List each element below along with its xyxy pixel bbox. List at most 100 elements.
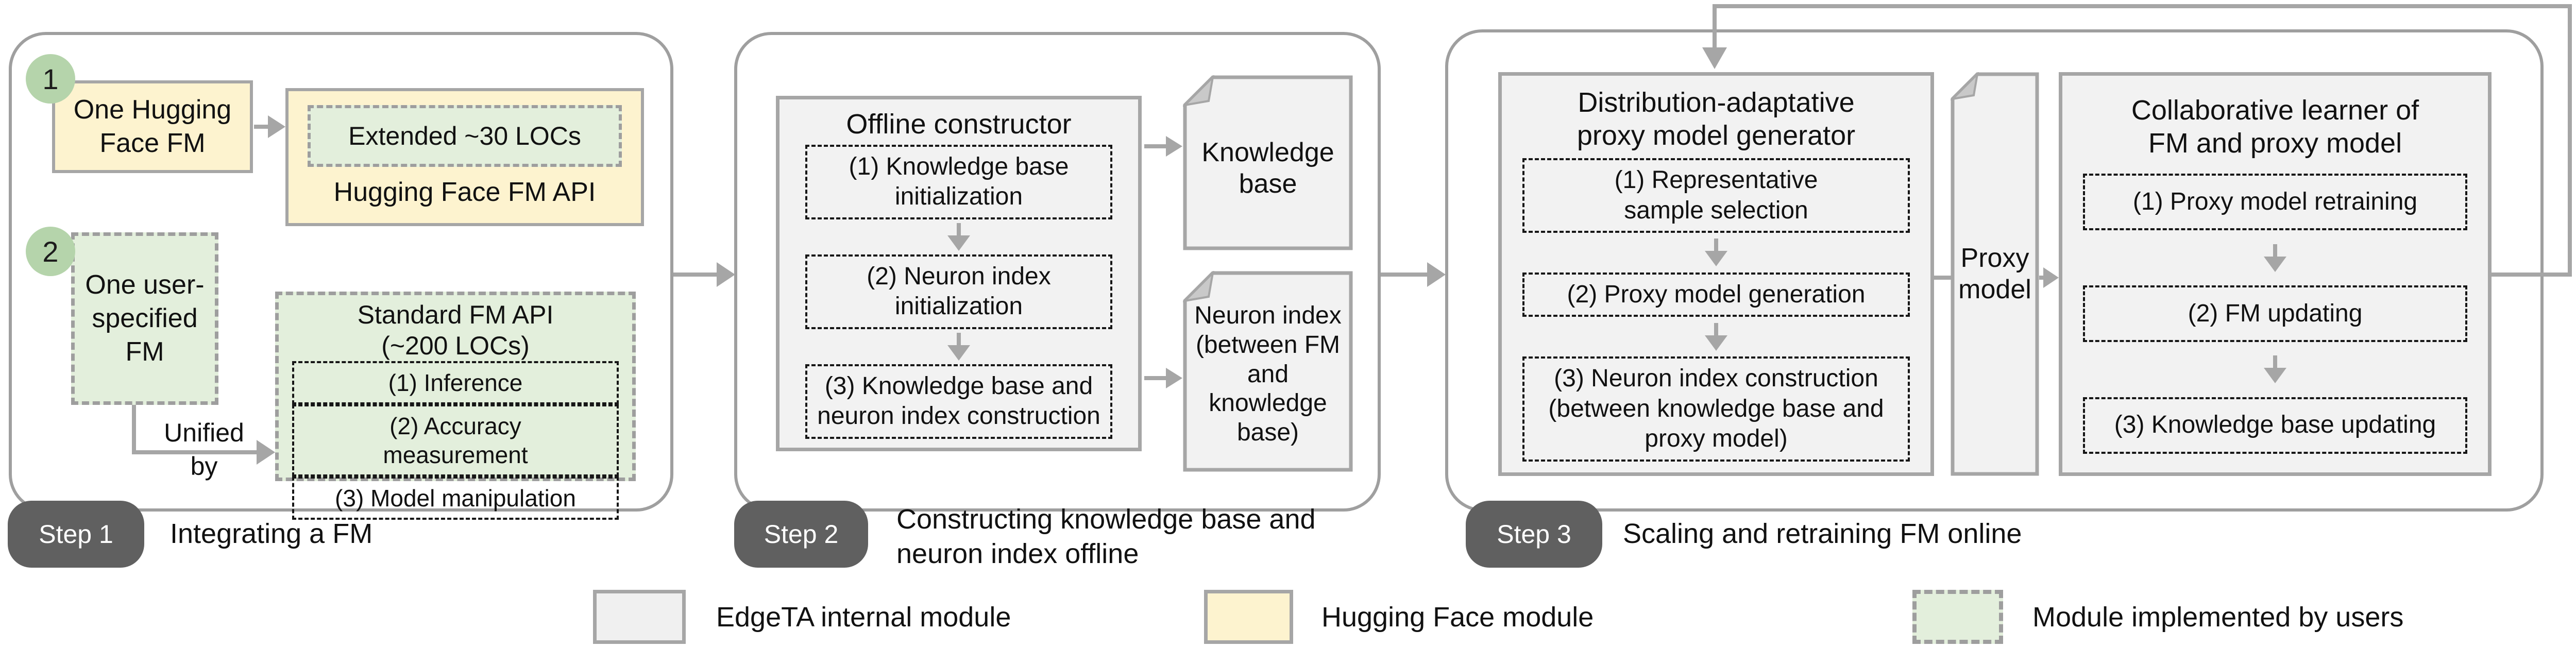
proxy-generator-title: Distribution-adaptative proxy model gene…: [1577, 87, 1855, 152]
proxy-generation-item: (2) Proxy model generation: [1522, 272, 1910, 317]
api-item-accuracy-label: (2) Accuracy measurement: [383, 413, 528, 469]
feedback-top-line: [1713, 4, 2572, 8]
legend-swatch-huggingface-module: [1204, 590, 1293, 644]
unified-label-line1: Unified: [164, 418, 244, 447]
neuron-index-construction-label: (3) Neuron index construction (between k…: [1548, 364, 1884, 453]
neuron-index-doc-shape: [1183, 271, 1353, 472]
marker-1-badge: 1: [26, 54, 75, 104]
step2-caption-line1: Constructing knowledge base and: [896, 503, 1316, 535]
api-item-manipulation-label: (3) Model manipulation: [335, 485, 576, 512]
kb-updating-item: (3) Knowledge base updating: [2082, 397, 2468, 454]
api-item-inference: (1) Inference: [292, 361, 619, 405]
feedback-arrow-head: [1702, 47, 1727, 69]
proxy-generation-label: (2) Proxy model generation: [1567, 280, 1866, 308]
arrow-proxy-to-learner-head: [2043, 267, 2059, 288]
arrow-to-neuron-index-head: [1166, 368, 1182, 388]
neuron-index-init-item: (2) Neuron index initialization: [805, 254, 1113, 329]
offline-constructor-module: Offline constructor (1) Knowledge base i…: [776, 96, 1142, 451]
collaborative-learner-title: Collaborative learner of FM and proxy mo…: [2131, 94, 2419, 160]
standard-fm-api-title: Standard FM API (~200 LOCs): [358, 299, 554, 361]
step1-panel: 1 One Hugging Face FM Extended ~30 LOCs …: [9, 32, 673, 520]
marker-2-badge: 2: [26, 227, 75, 276]
hugging-face-fm-api-label: Hugging Face FM API: [333, 177, 596, 207]
neuron-index-doc-label: Neuron index (between FM and knowledge b…: [1194, 302, 1342, 446]
collaborative-learner-title-line2: FM and proxy model: [2148, 128, 2402, 159]
kb-initialization-item: (1) Knowledge base initialization: [805, 144, 1113, 219]
legend-swatch-internal-module: [593, 590, 686, 644]
neuron-index-construction-item: (3) Neuron index construction (between k…: [1522, 356, 1910, 462]
legend-swatch-user-module: [1912, 590, 2003, 644]
api-item-accuracy: (2) Accuracy measurement: [292, 404, 619, 477]
knowledge-base-doc: Knowledge base: [1183, 75, 1353, 250]
arrow-to-knowledge-base-line: [1144, 144, 1167, 148]
kb-neuron-construction-label: (3) Knowledge base and neuron index cons…: [817, 372, 1100, 430]
one-hugging-face-fm-box: One Hugging Face FM: [52, 80, 253, 173]
step1-caption: Integrating a FM: [170, 518, 373, 550]
arrow-step1-to-step2-line: [673, 273, 717, 277]
extended-locs-box: Extended ~30 LOCs: [308, 105, 622, 167]
hugging-face-fm-api-box: Extended ~30 LOCs Hugging Face FM API: [285, 88, 644, 226]
kb-neuron-construction-item: (3) Knowledge base and neuron index cons…: [805, 364, 1113, 439]
arrow-to-neuron-index-line: [1144, 376, 1167, 380]
step3-panel: Distribution-adaptative proxy model gene…: [1445, 29, 2544, 512]
one-user-specified-fm-box: One user-specified FM: [71, 232, 218, 405]
arrow-step2-to-step3-line: [1381, 273, 1427, 277]
proxy-generator-title-line1: Distribution-adaptative: [1578, 87, 1855, 118]
arrow-step1-to-step2-head: [717, 262, 735, 287]
arrow-step2-to-step3-head: [1427, 262, 1446, 287]
offline-down-arrow-1: [792, 223, 1126, 251]
fm-updating-label: (2) FM updating: [2188, 299, 2363, 327]
proxy-generator-title-line2: proxy model generator: [1577, 120, 1856, 151]
kb-updating-label: (3) Knowledge base updating: [2114, 411, 2436, 439]
proxy-model-doc: Proxy model: [1951, 72, 2039, 476]
unified-label-line2: by: [190, 452, 218, 481]
step3-badge: Step 3: [1466, 501, 1602, 568]
arrow-hf-to-api-line: [254, 125, 268, 129]
legend-label-user-module: Module implemented by users: [2032, 601, 2404, 633]
representative-sample-item: (1) Representative sample selection: [1522, 158, 1910, 233]
feedback-drop-line: [1713, 4, 1717, 47]
step2-caption-text: Constructing knowledge base and neuron i…: [896, 502, 1316, 572]
generator-down-arrow-1: [1514, 239, 1918, 266]
standard-fm-api-box: Standard FM API (~200 LOCs) (1) Inferenc…: [275, 292, 636, 520]
proxy-model-doc-label: Proxy model: [1958, 243, 2031, 304]
knowledge-base-doc-shape: [1183, 75, 1353, 250]
offline-constructor-title: Offline constructor: [846, 109, 1072, 140]
neuron-index-init-label: (2) Neuron index initialization: [867, 262, 1051, 320]
feedback-exit-line: [2488, 273, 2571, 277]
learner-down-arrow-2: [2075, 355, 2476, 383]
step2-panel: Offline constructor (1) Knowledge base i…: [734, 32, 1381, 512]
generator-down-arrow-2: [1514, 323, 1918, 351]
api-item-manipulation: (3) Model manipulation: [292, 476, 619, 520]
learner-down-arrow-1: [2075, 244, 2476, 272]
arrow-proxy-to-learner-line: [2039, 276, 2044, 280]
standard-fm-api-title-line2: (~200 LOCs): [381, 331, 530, 360]
representative-sample-label: (1) Representative sample selection: [1614, 166, 1818, 224]
unified-by-label: Unified by: [152, 416, 256, 483]
proxy-generator-module: Distribution-adaptative proxy model gene…: [1498, 72, 1934, 476]
feedback-right-line: [2568, 4, 2572, 277]
standard-fm-api-title-line1: Standard FM API: [357, 300, 554, 329]
arrow-to-knowledge-base-head: [1166, 136, 1182, 157]
offline-down-arrow-2: [792, 333, 1126, 361]
unified-arrow-vline: [132, 405, 136, 454]
step2-caption: Constructing knowledge base and neuron i…: [896, 496, 1316, 578]
unified-arrow-head: [257, 440, 275, 465]
step2-caption-line2: neuron index offline: [896, 538, 1139, 569]
step1-badge: Step 1: [8, 501, 144, 568]
api-item-inference-label: (1) Inference: [388, 369, 523, 396]
collaborative-learner-module: Collaborative learner of FM and proxy mo…: [2059, 72, 2492, 476]
extended-locs-label: Extended ~30 LOCs: [348, 121, 581, 150]
proxy-retraining-label: (1) Proxy model retraining: [2132, 188, 2418, 215]
neuron-index-doc: Neuron index (between FM and knowledge b…: [1183, 271, 1353, 472]
proxy-retraining-item: (1) Proxy model retraining: [2082, 174, 2468, 231]
fm-updating-item: (2) FM updating: [2082, 285, 2468, 342]
knowledge-base-doc-label: Knowledge base: [1201, 137, 1334, 199]
one-hugging-face-fm-label: One Hugging Face FM: [73, 95, 232, 158]
line-generator-to-proxy: [1934, 276, 1953, 280]
one-user-specified-fm-label: One user-specified FM: [85, 270, 205, 367]
kb-initialization-label: (1) Knowledge base initialization: [849, 152, 1069, 211]
unified-arrow-hline: [132, 450, 257, 454]
legend-label-huggingface-module: Hugging Face module: [1321, 601, 1594, 633]
